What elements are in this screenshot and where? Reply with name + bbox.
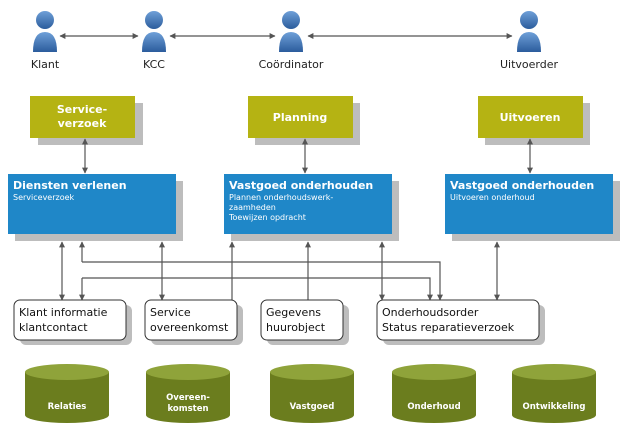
database-icon xyxy=(512,372,596,423)
info-box-line: Service xyxy=(150,306,191,319)
blue-box-title: Diensten verlenen xyxy=(13,179,127,192)
info-box-line: huurobject xyxy=(266,321,326,334)
info-box-line: Gegevens xyxy=(266,306,321,319)
database-label: Relaties xyxy=(48,402,87,412)
connector-bus-lower-line xyxy=(82,277,433,301)
info-box-line: Klant informatie xyxy=(19,306,108,319)
olive-label-line: Planning xyxy=(273,111,327,124)
database-overeenkomsten: Overeen- komsten xyxy=(146,364,230,423)
info-box-klantinfo: Klant informatie klantcontact xyxy=(13,299,132,345)
actor-coordinator: Coördinator xyxy=(259,11,324,71)
person-body-icon xyxy=(33,32,57,52)
person-icon xyxy=(145,11,163,29)
blue-box-vastgoed-plan: Vastgoed onderhouden Plannen onderhoudsw… xyxy=(224,174,399,241)
blue-box-title: Vastgoed onderhouden xyxy=(450,179,594,192)
actor-label-coordinator: Coördinator xyxy=(259,58,324,71)
person-icon xyxy=(282,11,300,29)
olive-box-planning: Planning xyxy=(248,96,360,145)
blue-box-line: zaamheden xyxy=(229,203,276,212)
database-icon xyxy=(392,372,476,423)
database-label: Overeen- xyxy=(166,393,210,403)
olive-label-line: Uitvoeren xyxy=(500,111,561,124)
info-box-line: klantcontact xyxy=(19,321,88,334)
blue-box-vastgoed-uit: Vastgoed onderhouden Uitvoeren onderhoud xyxy=(445,174,620,241)
info-box-service: Service overeenkomst xyxy=(144,299,243,345)
olive-box-uitvoeren: Uitvoeren xyxy=(478,96,590,145)
olive-label-line: verzoek xyxy=(58,117,107,130)
info-box-gegevens: Gegevens huurobject xyxy=(260,299,349,345)
database-icon xyxy=(25,372,109,423)
connector-bus-upper xyxy=(82,261,443,301)
olive-label-line: Service- xyxy=(57,103,107,116)
database-label: Ontwikkeling xyxy=(523,402,586,412)
database-relaties: Relaties xyxy=(25,364,109,423)
database-vastgoed: Vastgoed xyxy=(270,364,354,423)
blue-box-line: Serviceverzoek xyxy=(13,193,75,202)
actor-label-kcc: KCC xyxy=(143,58,165,71)
info-box-line: overeenkomst xyxy=(150,321,229,334)
actor-klant: Klant xyxy=(31,11,60,71)
blue-box-line: Plannen onderhoudswerk- xyxy=(229,193,333,202)
person-body-icon xyxy=(517,32,541,52)
actor-kcc: KCC xyxy=(142,11,166,71)
info-box-onderhoudsorder: Onderhoudsorder Status reparatieverzoek xyxy=(376,299,545,345)
database-ontwikkeling: Ontwikkeling xyxy=(512,364,596,423)
database-icon xyxy=(146,372,230,423)
blue-box-diensten: Diensten verlenen Serviceverzoek xyxy=(8,174,183,241)
actor-label-klant: Klant xyxy=(31,58,60,71)
person-body-icon xyxy=(142,32,166,52)
actor-label-uitvoerder: Uitvoerder xyxy=(500,58,559,71)
blue-box-line: Uitvoeren onderhoud xyxy=(450,193,535,202)
person-body-icon xyxy=(279,32,303,52)
info-box-line: Onderhoudsorder xyxy=(382,306,479,319)
blue-box-line: Toewijzen opdracht xyxy=(228,213,306,222)
olive-box-serviceverzoek: Service- verzoek xyxy=(30,96,143,145)
info-box-line: Status reparatieverzoek xyxy=(382,321,515,334)
actor-uitvoerder: Uitvoerder xyxy=(500,11,559,71)
database-label: Vastgoed xyxy=(290,402,335,412)
person-icon xyxy=(36,11,54,29)
blue-box-title: Vastgoed onderhouden xyxy=(229,179,373,192)
person-icon xyxy=(520,11,538,29)
database-label: komsten xyxy=(167,404,208,414)
database-onderhoud: Onderhoud xyxy=(392,364,476,423)
database-label: Onderhoud xyxy=(407,402,460,412)
database-icon xyxy=(270,372,354,423)
